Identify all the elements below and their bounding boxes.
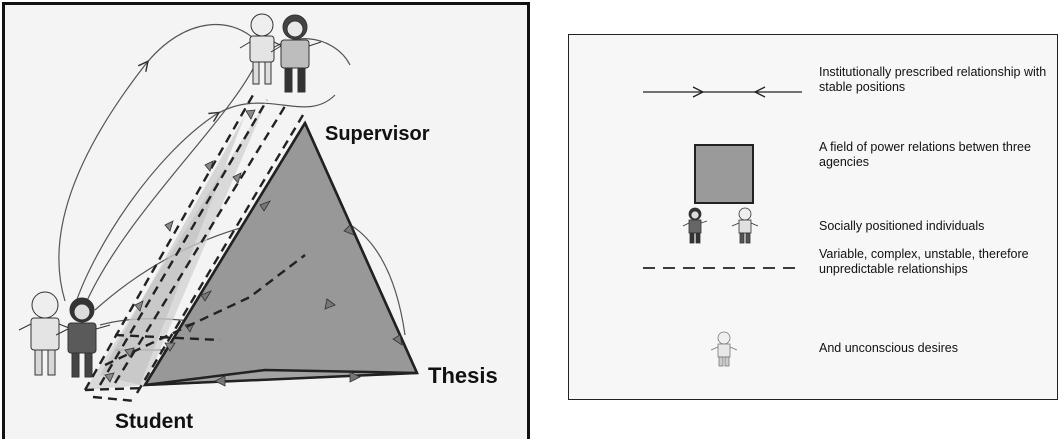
- legend-text-individuals: Socially positioned individuals: [819, 219, 985, 233]
- edge-arrows: [184, 200, 403, 387]
- legend-text-desires: And unconscious desires: [819, 341, 958, 355]
- student-label: Student: [115, 410, 194, 433]
- dashed-arrows: [104, 109, 256, 383]
- triangle-diagram: [18, 13, 419, 403]
- thesis-label: Thesis: [428, 363, 498, 388]
- supervisor-figures: [239, 13, 322, 93]
- arrow-line-icon: [643, 86, 802, 98]
- student-figures: [18, 291, 111, 378]
- legend-text-stable: Institutionally prescribed relationship …: [819, 65, 1047, 94]
- two-figures-icon: [682, 207, 759, 244]
- legend-text-unstable: Variable, complex, unstable, therefore u…: [819, 247, 1029, 276]
- ghost-figure-icon: [710, 331, 738, 367]
- supervisor-label: Supervisor: [325, 123, 430, 145]
- legend-text-field: A field of power relations betwen three …: [819, 140, 1031, 169]
- diagram-panel: Supervisor Thesis Student: [2, 2, 530, 439]
- left-face-2: [100, 115, 245, 385]
- legend-icons: [643, 86, 802, 367]
- legend-panel: Institutionally prescribed relationship …: [568, 34, 1058, 400]
- shaded-square-icon: [694, 144, 754, 204]
- dashed-lines: [83, 94, 306, 403]
